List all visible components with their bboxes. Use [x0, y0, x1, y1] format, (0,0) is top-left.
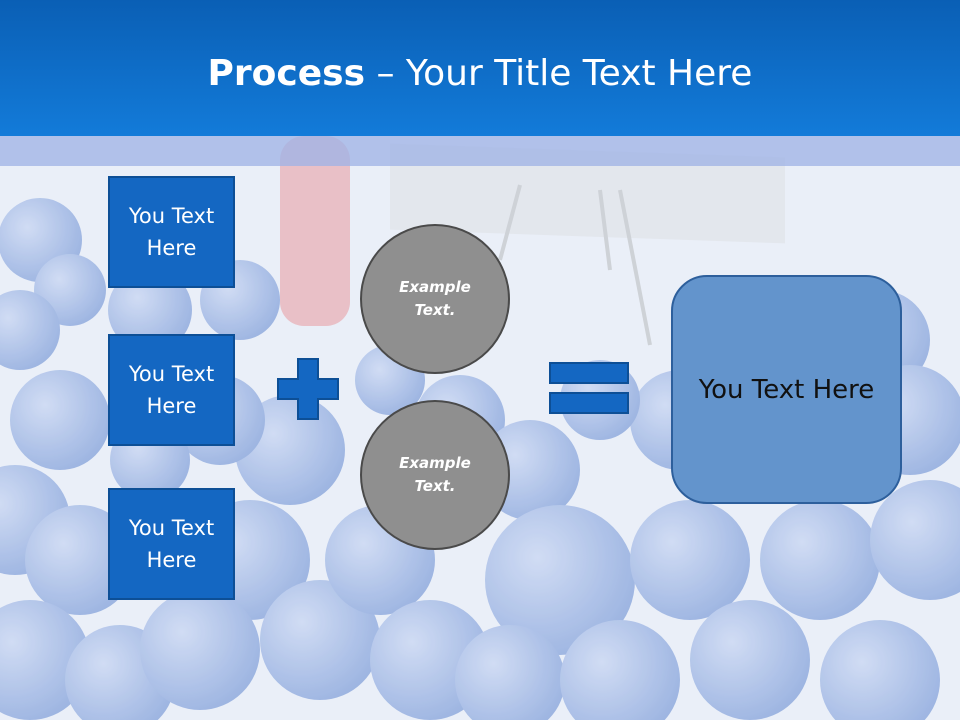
operand-circle-1[interactable]: Example Text. — [360, 224, 510, 374]
title-underband — [0, 136, 960, 166]
input-box-3[interactable]: You Text Here — [108, 488, 235, 600]
equals-icon[interactable] — [549, 362, 629, 414]
title-rest-part: – Your Title Text Here — [365, 53, 753, 94]
result-box-label: You Text Here — [698, 374, 875, 405]
slide-title[interactable]: Process – Your Title Text Here — [0, 52, 960, 96]
input-box-2[interactable]: You Text Here — [108, 334, 235, 446]
input-box-1[interactable]: You Text Here — [108, 176, 235, 288]
title-bar — [0, 0, 960, 136]
plus-icon[interactable] — [276, 357, 340, 421]
operand-circle-2[interactable]: Example Text. — [360, 400, 510, 550]
input-box-2-label: You Text Here — [128, 362, 215, 418]
input-box-3-label: You Text Here — [128, 516, 215, 572]
input-box-1-label: You Text Here — [128, 204, 215, 260]
operand-circle-2-label: Example Text. — [399, 454, 471, 495]
result-box[interactable]: You Text Here — [671, 275, 902, 504]
operand-circle-1-label: Example Text. — [399, 278, 471, 319]
title-bold-part: Process — [207, 53, 366, 94]
